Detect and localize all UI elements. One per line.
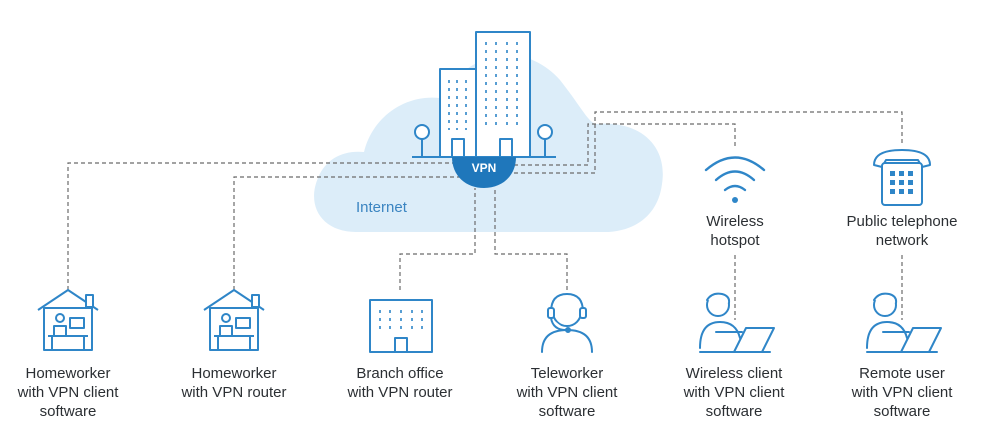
line-wireless [500, 123, 736, 166]
line-homeworker-client [67, 162, 470, 290]
homeworker-house-icon [37, 289, 99, 351]
vpn-label: VPN [471, 161, 497, 175]
branch-office-building-icon [369, 299, 433, 353]
internet-label: Internet [356, 199, 407, 216]
line-telephone [500, 111, 903, 174]
line-teleworker [494, 188, 568, 290]
wireless-client-laptop-icon [699, 292, 775, 353]
connection-lines [67, 111, 903, 320]
wifi-icon [704, 156, 766, 203]
remote-user-laptop-icon [866, 292, 942, 353]
teleworker-headset-icon [541, 293, 593, 353]
line-homeworker-router [233, 176, 470, 290]
line-branch-office [399, 188, 476, 290]
homeworker-router-house-icon [203, 289, 265, 351]
telephone-icon [873, 149, 931, 206]
vpn-gateway-badge [452, 157, 516, 188]
